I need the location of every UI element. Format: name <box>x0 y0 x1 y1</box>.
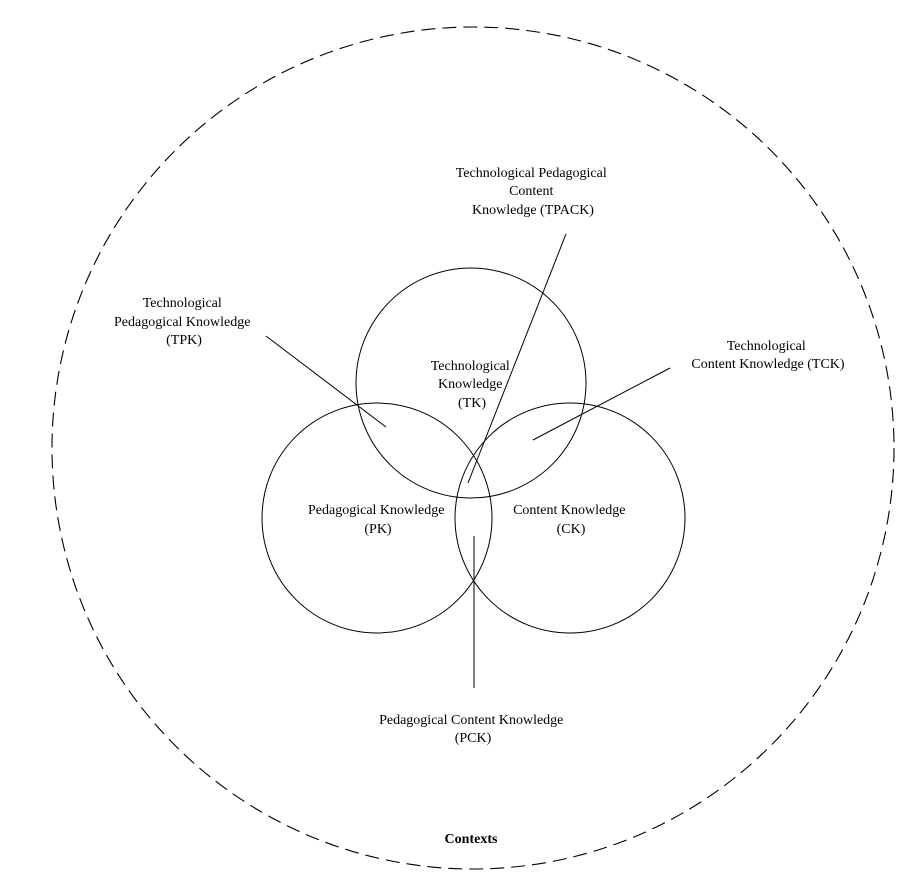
pk-label-line1: Pedagogical Knowledge <box>308 503 444 518</box>
tpack-label: Technological Pedagogical Content Knowle… <box>456 166 611 218</box>
tpk-label-line1: Technological <box>143 296 222 311</box>
pk-label: Pedagogical Knowledge (PK) <box>308 503 448 537</box>
ck-circle <box>454 402 686 634</box>
ck-label: Content Knowledge (CK) <box>513 503 629 537</box>
tpack-label-line2: Content <box>509 184 553 199</box>
contexts-boundary <box>51 26 895 870</box>
pck-label-line2: (PCK) <box>455 731 492 746</box>
pk-label-line2: (PK) <box>364 522 392 537</box>
tck-leader-line <box>532 367 671 441</box>
pk-circle <box>261 402 493 634</box>
tk-label: Technological Knowledge (TK) <box>431 359 514 411</box>
tk-circle <box>355 267 587 499</box>
tpk-label-line3: (TPK) <box>166 333 202 348</box>
pck-label-line1: Pedagogical Content Knowledge <box>379 713 563 728</box>
ck-label-line2: (CK) <box>557 522 586 537</box>
tck-label: Technological Content Knowledge (TCK) <box>691 339 845 372</box>
tk-label-line3: (TK) <box>458 396 486 411</box>
tk-label-line2: Knowledge <box>438 377 503 392</box>
tpack-label-line3: Knowledge (TPACK) <box>472 203 594 218</box>
contexts-label: Contexts <box>445 832 498 847</box>
tpack-leader-line <box>467 233 567 484</box>
tpk-leader-line <box>265 335 387 428</box>
tpk-label: Technological Pedagogical Knowledge (TPK… <box>114 296 254 348</box>
tck-label-line1: Technological <box>727 339 806 354</box>
tpk-label-line2: Pedagogical Knowledge <box>114 315 250 330</box>
tk-label-line1: Technological <box>431 359 510 374</box>
tpack-label-line1: Technological Pedagogical <box>456 166 607 181</box>
ck-label-line1: Content Knowledge <box>513 503 625 518</box>
pck-label: Pedagogical Content Knowledge (PCK) <box>379 713 567 746</box>
tck-label-line2: Content Knowledge (TCK) <box>691 357 845 372</box>
